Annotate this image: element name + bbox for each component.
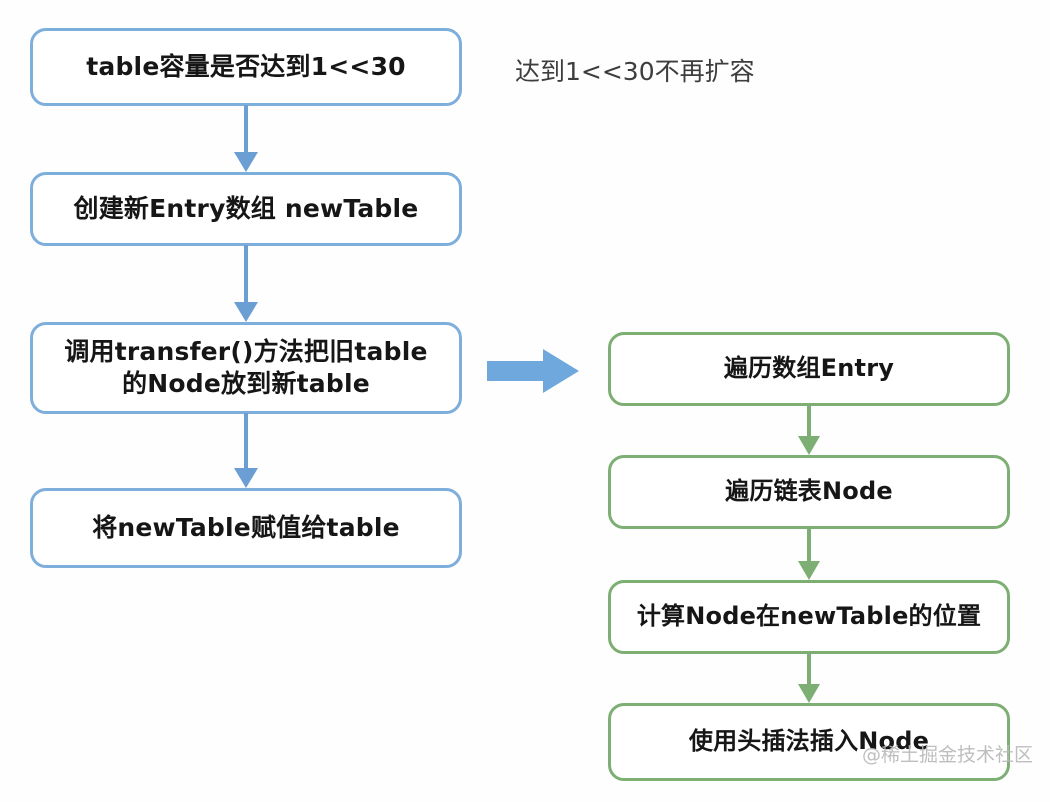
flow-node-label: 遍历数组Entry (723, 354, 895, 383)
connector-entry-to-node (798, 406, 820, 455)
flow-node-iterate-entry-array[interactable]: 遍历数组Entry (608, 332, 1010, 406)
flow-node-iterate-node-list[interactable]: 遍历链表Node (608, 455, 1010, 529)
flow-node-label: 遍历链表Node (725, 477, 893, 506)
flow-node-label: 使用头插法插入Node (688, 727, 930, 756)
flow-node-label: table容量是否达到1<<30 (86, 51, 406, 81)
annotation-capacity-limit: 达到1<<30不再扩容 (515, 57, 755, 86)
connector-create-to-transfer (234, 245, 258, 322)
flow-node-assign-table[interactable]: 将newTable赋值给table (30, 488, 462, 568)
flow-node-check-capacity[interactable]: table容量是否达到1<<30 (30, 28, 462, 106)
flow-node-label: 将newTable赋值给table (92, 512, 400, 542)
flow-node-compute-position[interactable]: 计算Node在newTable的位置 (608, 580, 1010, 654)
block-arrow-right-icon (487, 349, 579, 393)
flow-node-create-new-table[interactable]: 创建新Entry数组 newTable (30, 172, 462, 246)
flow-node-call-transfer[interactable]: 调用transfer()方法把旧table 的Node放到新table (30, 322, 462, 414)
flow-node-label: 创建新Entry数组 newTable (73, 193, 419, 223)
connector-position-to-insert (798, 654, 820, 703)
flow-node-head-insert-node[interactable]: 使用头插法插入Node (608, 703, 1010, 781)
connector-check-to-create (234, 105, 258, 172)
flow-node-label: 调用transfer()方法把旧table 的Node放到新table (64, 336, 428, 399)
connector-node-to-position (798, 529, 820, 580)
watermark-text: @稀土掘金技术社区 (862, 744, 1034, 766)
flow-node-label: 计算Node在newTable的位置 (636, 602, 982, 631)
connector-transfer-to-assign (234, 413, 258, 488)
